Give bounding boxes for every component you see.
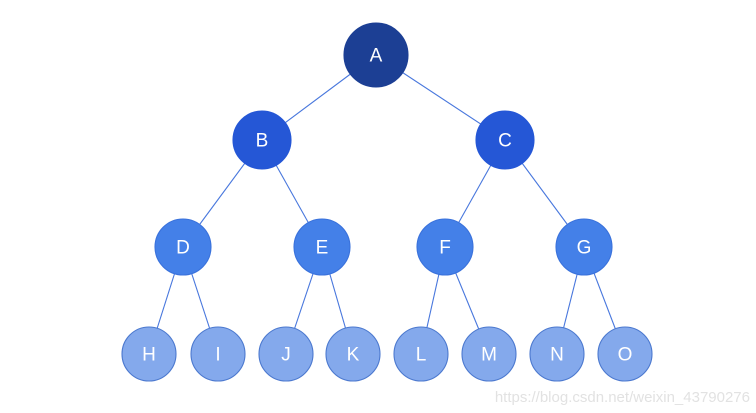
node-circle-f[interactable] [416,218,474,276]
tree-node-k[interactable]: K [325,326,381,382]
node-circle-i[interactable] [190,326,246,382]
node-circle-n[interactable] [529,326,585,382]
nodes-group: A B C D E F G H I J K L M N O [121,22,653,382]
node-circle-c[interactable] [475,110,535,170]
node-label-h: H [142,345,156,366]
tree-node-m[interactable]: M [461,326,517,382]
tree-node-j[interactable]: J [258,326,314,382]
tree-node-h[interactable]: H [121,326,177,382]
node-label-d: D [176,238,190,259]
node-label-l: L [416,345,427,366]
node-label-e: E [316,238,329,259]
node-circle-o[interactable] [597,326,653,382]
tree-node-n[interactable]: N [529,326,585,382]
node-label-n: N [550,345,564,366]
node-circle-b[interactable] [232,110,292,170]
tree-node-o[interactable]: O [597,326,653,382]
node-label-i: I [215,345,220,366]
node-label-c: C [498,131,512,152]
tree-node-d[interactable]: D [154,218,212,276]
watermark-label: https://blog.csdn.net/weixin_43790276 [495,389,750,406]
node-circle-e[interactable] [293,218,351,276]
node-label-o: O [618,345,633,366]
tree-node-a[interactable]: A [343,22,409,88]
tree-node-l[interactable]: L [393,326,449,382]
node-circle-a[interactable] [343,22,409,88]
node-circle-h[interactable] [121,326,177,382]
node-circle-g[interactable] [555,218,613,276]
node-label-k: K [347,345,360,366]
tree-node-c[interactable]: C [475,110,535,170]
node-label-j: J [281,345,291,366]
edges-group [148,54,626,355]
tree-node-g[interactable]: G [555,218,613,276]
node-circle-k[interactable] [325,326,381,382]
node-label-m: M [481,345,497,366]
node-label-f: F [439,238,451,259]
node-circle-d[interactable] [154,218,212,276]
tree-node-i[interactable]: I [190,326,246,382]
tree-node-e[interactable]: E [293,218,351,276]
node-label-g: G [577,238,592,259]
node-circle-m[interactable] [461,326,517,382]
tree-node-f[interactable]: F [416,218,474,276]
node-label-b: B [256,131,269,152]
node-circle-l[interactable] [393,326,449,382]
tree-node-b[interactable]: B [232,110,292,170]
node-label-a: A [370,46,383,67]
node-circle-j[interactable] [258,326,314,382]
